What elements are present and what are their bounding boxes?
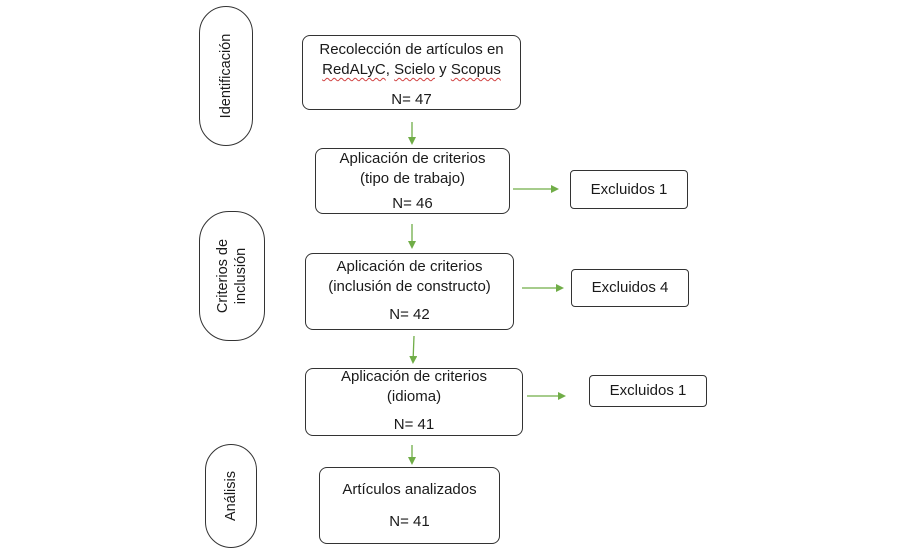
excluded-constructo: Excluidos 4 xyxy=(571,269,689,307)
analizados-line1: Artículos analizados xyxy=(342,481,477,498)
criterio-idioma-line2: (idioma) xyxy=(386,388,442,405)
box-criterio-idioma: Aplicación de criterios (idioma) N= 41 xyxy=(305,368,523,436)
recoleccion-line1: Recolección de artículos en xyxy=(319,41,504,58)
criterio-constructo-line2: (inclusión de constructo) xyxy=(328,278,491,295)
recoleccion-line2: RedALyC, Scielo y Scopus xyxy=(322,61,501,78)
criterio-idioma-line1: Aplicación de criterios xyxy=(341,368,487,385)
stage-identificacion: Identificación xyxy=(199,6,253,146)
arrow-down-3 xyxy=(409,335,418,364)
box-criterio-tipo: Aplicación de criterios (tipo de trabajo… xyxy=(315,148,510,214)
box-recoleccion: Recolección de artículos en RedALyC, Sci… xyxy=(302,35,521,110)
criterio-constructo-count: N= 42 xyxy=(389,306,430,323)
criterio-idioma-count: N= 41 xyxy=(393,416,435,433)
stage-analisis: Análisis xyxy=(205,444,257,548)
criterio-tipo-line2: (tipo de trabajo) xyxy=(359,170,466,187)
analizados-count: N= 41 xyxy=(389,513,430,530)
criterio-tipo-line1: Aplicación de criterios xyxy=(339,150,486,167)
box-articulos-analizados: Artículos analizados N= 41 xyxy=(319,467,500,544)
criterio-tipo-count: N= 46 xyxy=(392,195,433,212)
criterio-constructo-line1: Aplicación de criterios xyxy=(336,258,483,275)
excluded-idioma: Excluidos 1 xyxy=(589,375,707,407)
box-criterio-constructo: Aplicación de criterios (inclusión de co… xyxy=(305,253,514,330)
stage-criterios-inclusion: Criterios de inclusión xyxy=(199,211,265,341)
excluded-tipo: Excluidos 1 xyxy=(570,170,688,209)
recoleccion-count: N= 47 xyxy=(391,91,432,108)
